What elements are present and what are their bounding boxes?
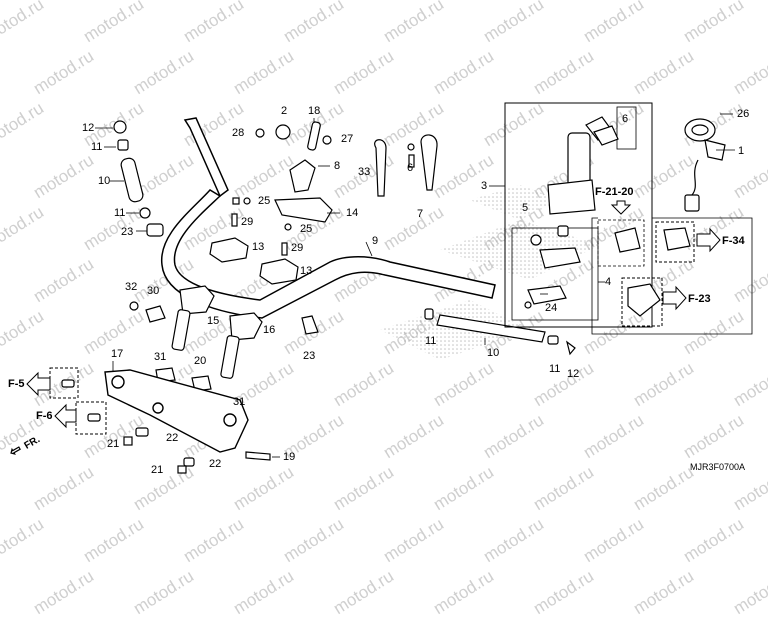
part-label-5: 5 (522, 202, 529, 214)
stem-16 (220, 312, 263, 379)
part-label-12: 12 (82, 122, 95, 134)
assembly-box-3 (504, 102, 653, 328)
diagram-code: MJR3F0700A (690, 462, 746, 472)
part-label-30: 30 (147, 285, 160, 297)
part-label-4: 4 (605, 276, 612, 288)
part-label-22: 22 (166, 432, 179, 444)
part-label-21: 21 (107, 438, 120, 450)
arrow-f23 (621, 277, 687, 327)
part-label-11: 11 (91, 141, 103, 153)
ref-f2120[interactable]: F-21-20 (595, 186, 634, 198)
part-label-22: 22 (209, 458, 222, 470)
part-label-1: 1 (738, 145, 745, 157)
part-label-33: 33 (358, 166, 371, 178)
part-label-16: 16 (263, 324, 276, 336)
bolts-lower (61, 379, 271, 474)
part-label-8: 8 (334, 160, 341, 172)
part-label-21: 21 (151, 464, 164, 476)
arrow-f2120 (610, 200, 632, 215)
part-label-17: 17 (111, 348, 124, 360)
part-label-10: 10 (487, 347, 500, 359)
leader-lines (95, 113, 735, 458)
part-label-7: 7 (417, 208, 424, 220)
part-label-3: 3 (481, 180, 488, 192)
diagram-drawing (26, 102, 753, 474)
arrow-f6 (54, 401, 107, 435)
upper-holder-group (255, 121, 333, 223)
arrow-f34 (655, 221, 721, 263)
part-label-32: 32 (125, 281, 138, 293)
assembly-box-4 (511, 227, 599, 321)
part-label-23: 23 (303, 350, 316, 362)
part-label-13: 13 (252, 241, 265, 253)
part-label-6: 6 (407, 162, 414, 174)
part-label-12: 12 (567, 368, 580, 380)
key-set (374, 134, 438, 197)
part-label-24: 24 (545, 302, 558, 314)
part-label-9: 9 (372, 235, 379, 247)
part-label-2: 2 (281, 105, 288, 117)
part-label-29: 29 (241, 216, 254, 228)
ref-f6[interactable]: F-6 (36, 410, 53, 422)
handlebar (161, 117, 496, 319)
ref-f34[interactable]: F-34 (722, 235, 745, 247)
lower-holders (209, 197, 299, 285)
ignition-switch (547, 116, 619, 215)
lower-bridge (104, 369, 249, 453)
key-box-6 (616, 106, 637, 150)
part-label-10: 10 (98, 175, 111, 187)
lock-cylinders (614, 227, 691, 317)
ref-f5[interactable]: F-5 (8, 378, 25, 390)
part-label-26: 26 (737, 108, 750, 120)
part-label-18: 18 (308, 105, 321, 117)
part-label-11: 11 (549, 363, 561, 375)
stem-15 (171, 285, 215, 351)
part-label-23: 23 (121, 226, 134, 238)
seat-lock-parts (524, 225, 581, 309)
part-label-25: 25 (258, 195, 271, 207)
part-label-19: 19 (283, 451, 296, 463)
part-label-11: 11 (114, 207, 126, 219)
part-label-27: 27 (341, 133, 354, 145)
f2120-item-box (597, 219, 645, 267)
bar-weight-left (113, 120, 164, 237)
part-label-31: 31 (233, 396, 246, 408)
assembly-box-1 (591, 217, 753, 335)
part-label-28: 28 (232, 127, 245, 139)
part-label-13: 13 (300, 265, 313, 277)
bar-pipe-right (424, 308, 576, 356)
part-label-11: 11 (425, 335, 437, 347)
part-label-31: 31 (154, 351, 167, 363)
arrow-f5 (26, 367, 79, 399)
part-label-20: 20 (194, 355, 207, 367)
key-ring-1 (684, 118, 726, 212)
part-label-6: 6 (622, 113, 629, 125)
part-label-14: 14 (346, 207, 359, 219)
ref-f23[interactable]: F-23 (688, 293, 711, 305)
part-label-25: 25 (300, 223, 313, 235)
part-label-15: 15 (207, 315, 220, 327)
part-label-29: 29 (291, 242, 304, 254)
